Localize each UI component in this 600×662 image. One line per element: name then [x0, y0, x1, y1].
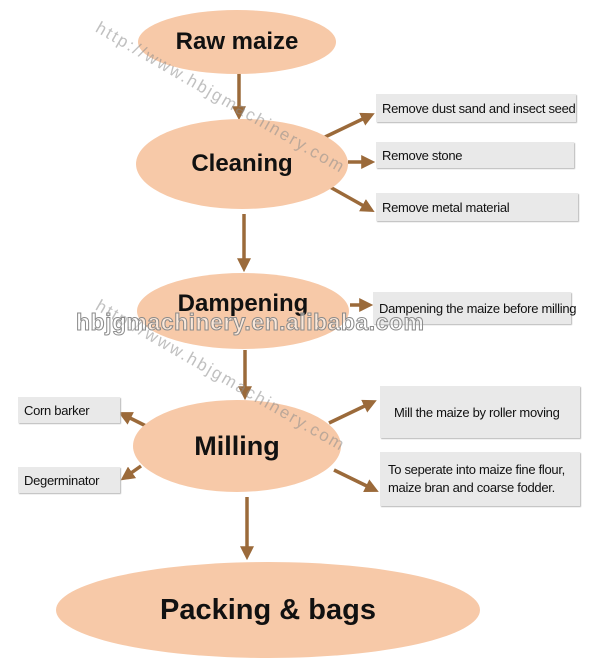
equipment-degerminator: Degerminator [18, 467, 120, 493]
step-separate-line2: maize bran and coarse fodder. [388, 480, 555, 495]
equipment-corn-barker: Corn barker [18, 397, 120, 423]
arrow-milling-to-roller [328, 399, 377, 425]
step-roller-label: Mill the maize by roller moving [394, 404, 560, 420]
node-raw-maize: Raw maize [138, 10, 336, 74]
step-remove-dust-label: Remove dust sand and insect seed [382, 100, 576, 116]
equipment-degerminator-label: Degerminator [24, 472, 100, 488]
step-remove-dust: Remove dust sand and insect seed [376, 94, 576, 122]
arrow-milling-to-separate [333, 468, 379, 492]
step-remove-stone: Remove stone [376, 142, 574, 168]
step-dampening: Dampening the maize before milling [373, 292, 576, 324]
arrow-cleaning-to-dust [324, 112, 375, 139]
node-cleaning: Cleaning [136, 119, 348, 209]
node-packing-label: Packing & bags [160, 593, 376, 626]
node-dampening-label: Dampening [177, 290, 309, 317]
step-roller: Mill the maize by roller moving [380, 386, 580, 438]
step-dampening-label: Dampening the maize before milling [379, 300, 577, 316]
node-raw-maize-label: Raw maize [175, 28, 299, 55]
arrow-cleaning-to-metal [329, 185, 375, 213]
step-remove-metal-label: Remove metal material [382, 199, 510, 215]
node-cleaning-label: Cleaning [191, 150, 293, 177]
step-remove-metal: Remove metal material [376, 193, 578, 221]
step-separate: To seperate into maize fine flour, maize… [380, 452, 580, 506]
arrow-milling-to-degerminator [120, 464, 143, 481]
node-packing: Packing & bags [56, 562, 480, 658]
step-remove-stone-label: Remove stone [382, 147, 463, 163]
node-milling: Milling [133, 400, 341, 492]
step-separate-line1: To seperate into maize fine flour, [388, 462, 565, 477]
node-milling-label: Milling [194, 430, 280, 461]
node-dampening: Dampening [137, 273, 349, 349]
equipment-corn-barker-label: Corn barker [24, 402, 90, 418]
